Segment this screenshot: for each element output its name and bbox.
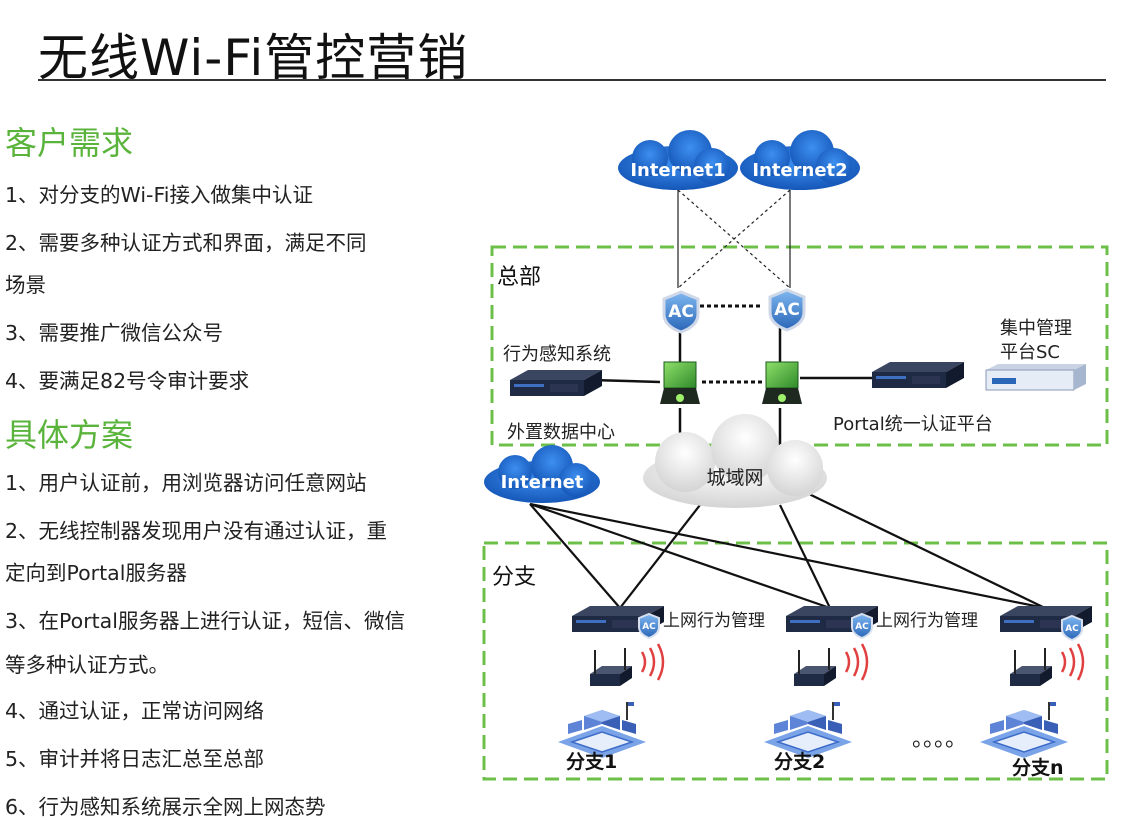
branchn-building [979, 701, 1069, 759]
branchn-label: 分支n [1012, 757, 1064, 779]
branch-region [482, 541, 1109, 781]
demand-heading: 客户需求 [5, 124, 134, 162]
solution-line: 6、行为感知系统展示全网上网态势 [5, 795, 326, 819]
hq-label: 总部 [497, 265, 541, 290]
svg-text:AC: AC [774, 300, 800, 320]
behavior-system-server [510, 370, 602, 396]
demand-line: 3、需要推广微信公众号 [5, 321, 224, 345]
internet2-cloud: Internet2 [740, 130, 860, 190]
branchn-router [1010, 648, 1052, 686]
page-title: 无线Wi-Fi管控营销 [38, 29, 469, 87]
internet1-cloud: Internet1 [618, 130, 738, 190]
branch-region-label: 分支 [492, 565, 536, 590]
demand-line: 场景 [5, 273, 46, 297]
branch1-behavior-label: 上网行为管理 [663, 611, 765, 631]
branch2-ac-icon: AC [851, 613, 873, 639]
ac-shield-right: AC [768, 288, 806, 332]
demand-line: 1、对分支的Wi-Fi接入做集中认证 [5, 183, 313, 207]
internet-cloud: Internet [484, 445, 600, 503]
branch1-label: 分支1 [566, 751, 617, 773]
central-mgmt-label: 集中管理 [1000, 318, 1072, 339]
title-divider [38, 79, 1106, 81]
portal-server [872, 362, 964, 388]
branch2-behavior-label: 上网行为管理 [876, 611, 978, 631]
solution-line: 等多种认证方式。 [5, 653, 169, 677]
core-switch-right [762, 361, 802, 404]
branch1-ac-icon: AC [638, 613, 660, 639]
svg-text:AC: AC [668, 302, 694, 322]
internet1-label: Internet1 [630, 160, 725, 181]
behavior-system-label: 行为感知系统 [503, 344, 611, 365]
core-switch-left [660, 361, 700, 404]
svg-text:AC: AC [1065, 624, 1079, 634]
branchn-ac-icon: AC [1061, 615, 1083, 641]
solution-line: 3、在Portal服务器上进行认证，短信、微信 [5, 609, 405, 633]
ac-shield-left: AC [662, 290, 700, 334]
demand-line: 4、要满足82号令审计要求 [5, 369, 250, 393]
branch1-building [557, 701, 647, 759]
internet2-label: Internet2 [752, 160, 847, 181]
solution-line: 1、用户认证前，用浏览器访问任意网站 [5, 471, 367, 495]
solution-line: 定向到Portal服务器 [5, 561, 187, 585]
metro-cloud: 城域网 [643, 414, 827, 508]
external-datacenter-label: 外置数据中心 [507, 422, 615, 443]
internet-label: Internet [501, 472, 584, 493]
branch2-wifi-signal [844, 643, 869, 681]
branchn-wifi-signal [1060, 643, 1085, 681]
branch2-router [794, 648, 836, 686]
solution-line: 2、无线控制器发现用户没有通过认证，重 [5, 519, 388, 543]
central-mgmt-label-2: 平台SC [1000, 342, 1060, 363]
branch2-building [763, 701, 853, 759]
branch2-label: 分支2 [774, 751, 825, 773]
svg-text:AC: AC [855, 622, 869, 632]
sc-appliance [985, 364, 1086, 391]
metro-label: 城域网 [706, 467, 763, 489]
ellipsis-label: 。。。。 [912, 727, 967, 752]
svg-text:AC: AC [642, 622, 656, 632]
branch1-router [590, 648, 632, 686]
solution-heading: 具体方案 [5, 416, 134, 454]
demand-line: 2、需要多种认证方式和界面，满足不同 [5, 231, 367, 255]
solution-line: 4、通过认证，正常访问网络 [5, 699, 265, 723]
portal-platform-label: Portal统一认证平台 [833, 414, 993, 435]
branch1-wifi-signal [640, 643, 665, 681]
solution-line: 5、审计并将日志汇总至总部 [5, 747, 265, 771]
